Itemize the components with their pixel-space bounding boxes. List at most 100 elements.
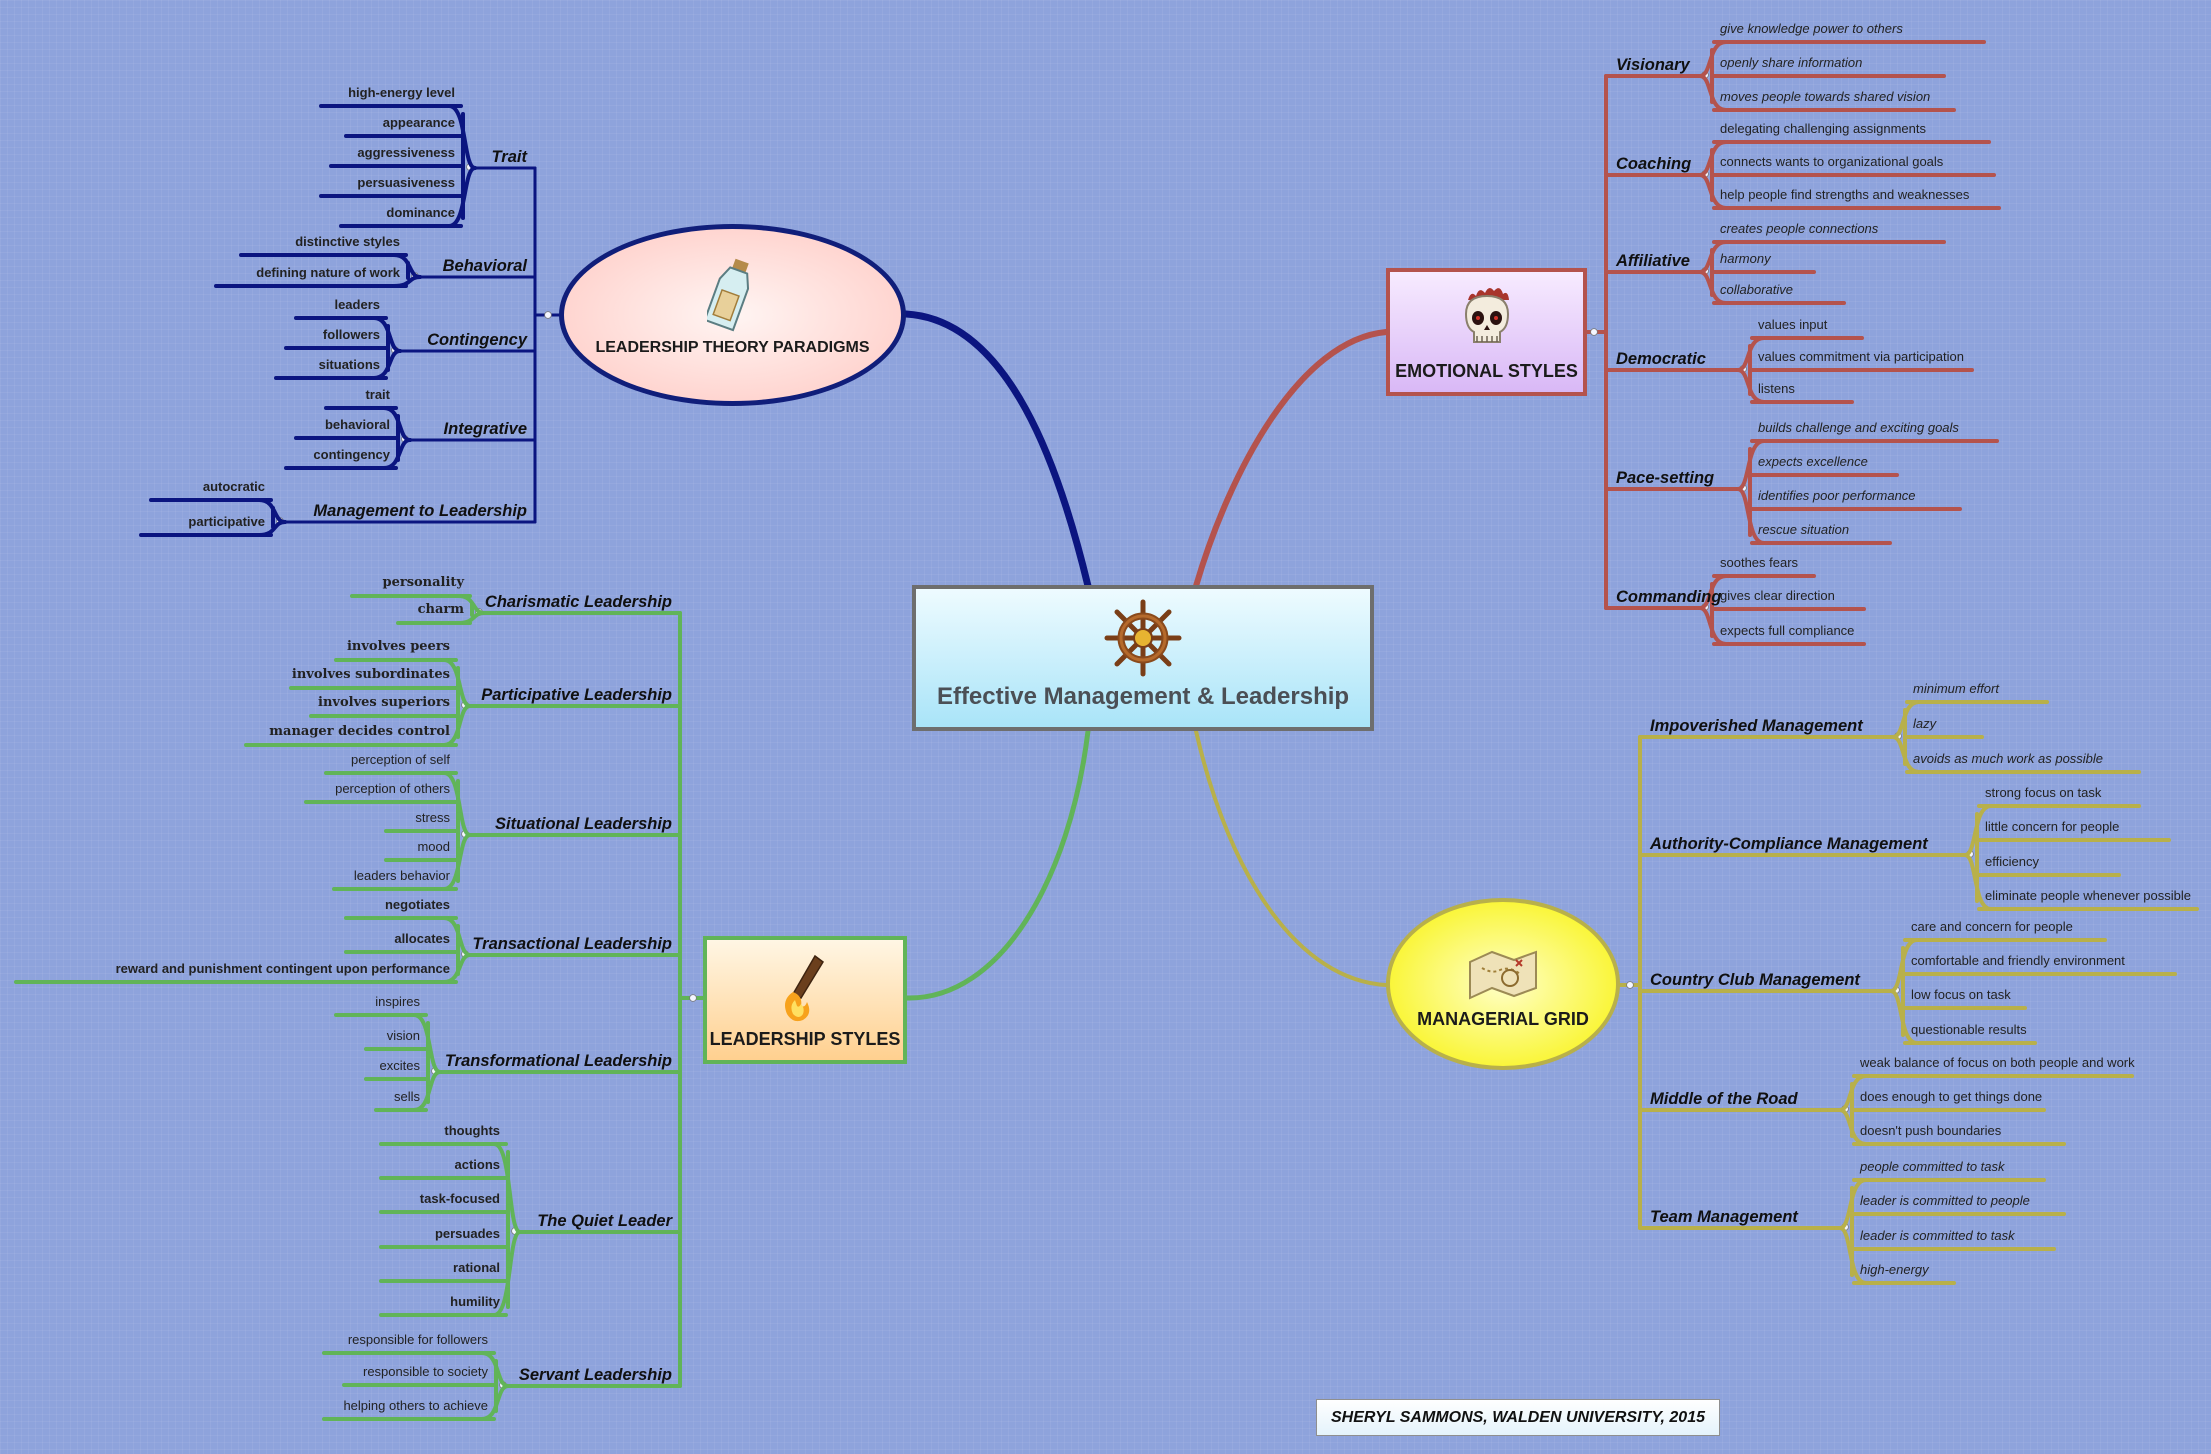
grid-leaf-label[interactable]: minimum effort: [1913, 681, 1999, 696]
paradigms-topic-label[interactable]: Integrative: [443, 420, 527, 438]
grid-topic-label[interactable]: Authority-Compliance Management: [1650, 835, 1928, 853]
grid-topic-label[interactable]: Middle of the Road: [1650, 1090, 1798, 1108]
emotional-topic-label[interactable]: Visionary: [1616, 56, 1690, 74]
styles-leaf-label[interactable]: persuades: [434, 1226, 500, 1241]
grid-topic-label[interactable]: Team Management: [1650, 1208, 1798, 1226]
emotional-topic-label[interactable]: Affiliative: [1616, 252, 1690, 270]
styles-leaf-label[interactable]: humility: [450, 1294, 500, 1309]
styles-leaf-label[interactable]: task-focused: [419, 1191, 500, 1206]
emotional-leaf-label[interactable]: expects excellence: [1758, 454, 1868, 469]
paradigms-topic-label[interactable]: Trait: [491, 148, 527, 166]
styles-topic-label[interactable]: Transactional Leadership: [472, 935, 672, 953]
styles-leaf-label[interactable]: actions: [454, 1157, 500, 1172]
styles-leaf-label[interactable]: charm: [417, 602, 464, 617]
grid-topic-label[interactable]: Impoverished Management: [1650, 717, 1863, 735]
emotional-leaf-label[interactable]: values input: [1758, 317, 1828, 332]
styles-leaf-label[interactable]: involves peers: [346, 639, 450, 654]
styles-leaf-label[interactable]: manager decides control: [269, 724, 450, 739]
styles-leaf-label[interactable]: inspires: [375, 994, 420, 1009]
grid-leaf-label[interactable]: doesn't push boundaries: [1860, 1123, 2002, 1138]
styles-leaf-label[interactable]: involves subordinates: [291, 667, 450, 682]
grid-topic-label[interactable]: Country Club Management: [1650, 971, 1860, 989]
emotional-leaf-label[interactable]: builds challenge and exciting goals: [1758, 420, 1959, 435]
emotional-leaf-label[interactable]: delegating challenging assignments: [1720, 121, 1926, 136]
grid-collapse-toggle[interactable]: [1626, 981, 1634, 989]
emotional-collapse-toggle[interactable]: [1590, 328, 1598, 336]
grid-leaf-label[interactable]: low focus on task: [1911, 987, 2011, 1002]
grid-leaf-label[interactable]: strong focus on task: [1985, 785, 2102, 800]
emotional-leaf-label[interactable]: gives clear direction: [1720, 588, 1835, 603]
grid-leaf-label[interactable]: questionable results: [1911, 1022, 2027, 1037]
paradigms-leaf-label[interactable]: autocratic: [202, 479, 265, 494]
emotional-topic-label[interactable]: Coaching: [1616, 155, 1692, 173]
grid-leaf-label[interactable]: people committed to task: [1860, 1159, 2005, 1174]
main-topic-grid[interactable]: MANAGERIAL GRID: [1386, 898, 1620, 1070]
grid-leaf-label[interactable]: weak balance of focus on both people and…: [1860, 1055, 2135, 1070]
emotional-topic-label[interactable]: Commanding: [1616, 588, 1722, 606]
grid-leaf-label[interactable]: comfortable and friendly environment: [1911, 953, 2125, 968]
styles-collapse-toggle[interactable]: [689, 994, 697, 1002]
emotional-leaf-label[interactable]: identifies poor performance: [1758, 488, 1916, 503]
grid-leaf-label[interactable]: care and concern for people: [1911, 919, 2073, 934]
grid-leaf-label[interactable]: leader is committed to people: [1860, 1193, 2030, 1208]
styles-topic-label[interactable]: Servant Leadership: [518, 1366, 672, 1384]
emotional-leaf-label[interactable]: give knowledge power to others: [1720, 21, 1903, 36]
emotional-topic-label[interactable]: Democratic: [1616, 350, 1706, 368]
grid-leaf-label[interactable]: efficiency: [1985, 854, 2039, 869]
main-topic-styles[interactable]: LEADERSHIP STYLES: [703, 936, 907, 1064]
paradigms-leaf-label[interactable]: participative: [188, 514, 265, 529]
emotional-leaf-label[interactable]: harmony: [1720, 251, 1771, 266]
paradigms-topic-label[interactable]: Contingency: [427, 331, 527, 349]
grid-leaf-label[interactable]: lazy: [1913, 716, 1937, 731]
styles-leaf-label[interactable]: vision: [386, 1028, 420, 1043]
main-topic-paradigms[interactable]: LEADERSHIP THEORY PARADIGMS: [559, 224, 906, 406]
paradigms-leaf-label[interactable]: trait: [365, 387, 390, 402]
grid-leaf-label[interactable]: avoids as much work as possible: [1913, 751, 2104, 766]
styles-leaf-label[interactable]: responsible for followers: [347, 1332, 488, 1347]
styles-topic-label[interactable]: Participative Leadership: [481, 686, 672, 704]
emotional-leaf-label[interactable]: openly share information: [1720, 55, 1863, 70]
emotional-leaf-label[interactable]: soothes fears: [1720, 555, 1799, 570]
emotional-leaf-label[interactable]: moves people towards shared vision: [1720, 89, 1931, 104]
grid-leaf-label[interactable]: high-energy: [1860, 1262, 1929, 1277]
styles-topic-label[interactable]: Charismatic Leadership: [484, 593, 672, 611]
emotional-topic-label[interactable]: Pace-setting: [1616, 469, 1715, 487]
styles-leaf-label[interactable]: excites: [379, 1058, 420, 1073]
styles-leaf-label[interactable]: perception of others: [335, 781, 450, 796]
emotional-leaf-label[interactable]: listens: [1758, 381, 1795, 396]
emotional-leaf-label[interactable]: rescue situation: [1758, 522, 1850, 537]
paradigms-leaf-label[interactable]: defining nature of work: [256, 265, 400, 280]
grid-leaf-label[interactable]: eliminate people whenever possible: [1985, 888, 2191, 903]
grid-leaf-label[interactable]: leader is committed to task: [1860, 1228, 2015, 1243]
styles-leaf-label[interactable]: responsible to society: [362, 1364, 488, 1379]
paradigms-leaf-label[interactable]: persuasiveness: [357, 175, 455, 190]
paradigms-topic-label[interactable]: Behavioral: [442, 257, 527, 275]
styles-leaf-label[interactable]: reward and punishment contingent upon pe…: [115, 961, 450, 976]
paradigms-leaf-label[interactable]: high-energy level: [348, 85, 455, 100]
paradigms-leaf-label[interactable]: situations: [318, 357, 380, 372]
styles-leaf-label[interactable]: allocates: [394, 931, 450, 946]
central-topic[interactable]: Effective Management & Leadership: [912, 585, 1374, 731]
paradigms-leaf-label[interactable]: contingency: [313, 447, 390, 462]
styles-leaf-label[interactable]: perception of self: [350, 752, 450, 767]
styles-leaf-label[interactable]: negotiates: [384, 897, 450, 912]
styles-topic-label[interactable]: Situational Leadership: [495, 815, 672, 833]
paradigms-leaf-label[interactable]: behavioral: [324, 417, 390, 432]
styles-leaf-label[interactable]: sells: [393, 1089, 420, 1104]
styles-leaf-label[interactable]: mood: [417, 839, 450, 854]
emotional-leaf-label[interactable]: connects wants to organizational goals: [1720, 154, 1944, 169]
styles-leaf-label[interactable]: leaders behavior: [353, 868, 450, 883]
grid-leaf-label[interactable]: little concern for people: [1985, 819, 2120, 834]
styles-topic-label[interactable]: Transformational Leadership: [444, 1052, 672, 1070]
paradigms-leaf-label[interactable]: appearance: [382, 115, 455, 130]
styles-leaf-label[interactable]: personality: [382, 575, 464, 590]
emotional-leaf-label[interactable]: collaborative: [1720, 282, 1793, 297]
paradigms-leaf-label[interactable]: followers: [322, 327, 380, 342]
emotional-leaf-label[interactable]: help people find strengths and weaknesse…: [1720, 187, 1970, 202]
paradigms-leaf-label[interactable]: distinctive styles: [295, 234, 400, 249]
paradigms-leaf-label[interactable]: aggressiveness: [357, 145, 455, 160]
emotional-leaf-label[interactable]: expects full compliance: [1720, 623, 1855, 638]
paradigms-topic-label[interactable]: Management to Leadership: [313, 502, 527, 520]
emotional-leaf-label[interactable]: values commitment via participation: [1758, 349, 1964, 364]
paradigms-leaf-label[interactable]: leaders: [334, 297, 380, 312]
